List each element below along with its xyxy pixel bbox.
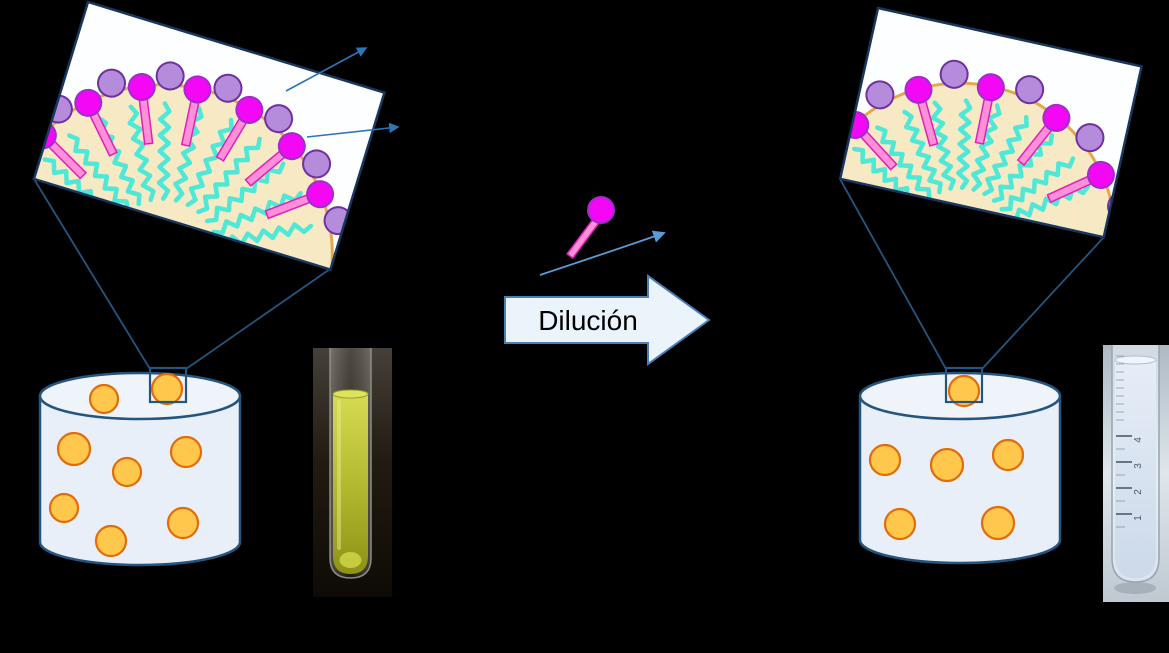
- cosurfactant-molecule: [302, 149, 332, 179]
- droplet-group-left: [48, 372, 203, 558]
- surfactant-head: [183, 75, 212, 104]
- droplet-group-right: [868, 374, 1025, 541]
- beaker-left: [38, 366, 242, 567]
- beaker-right: [858, 366, 1062, 565]
- oil-droplet: [150, 372, 184, 406]
- oil-droplet: [48, 492, 80, 524]
- zoom-connectors: [33, 178, 1105, 370]
- vial-photo-left: [313, 348, 392, 597]
- dilution-label: Dilución: [538, 305, 638, 336]
- yellow-liquid: [333, 394, 368, 574]
- surfactant-head: [976, 73, 1005, 102]
- graduation-number: 3: [1133, 463, 1144, 469]
- zigzag-tail: [127, 104, 156, 203]
- zoom-line: [33, 178, 151, 370]
- inset-frame: [32, 0, 387, 272]
- glass-highlight: [337, 400, 341, 550]
- surfactant-head: [277, 132, 306, 161]
- beaker-body: [38, 394, 242, 567]
- annotation-arrows: [285, 47, 400, 138]
- milky-liquid: [1115, 360, 1156, 578]
- inset-frame: [838, 6, 1144, 239]
- oil-droplet: [980, 505, 1016, 541]
- zigzag-tail: [999, 156, 1076, 212]
- zoom-source-box-right: [944, 366, 984, 404]
- liquid-glow: [339, 552, 362, 568]
- graduation-marks: 4 3 2 1: [1116, 355, 1144, 528]
- zigzag-tail: [185, 117, 234, 208]
- surfactant-head: [235, 95, 264, 124]
- oil-droplet: [883, 507, 917, 541]
- cosurfactant-molecule: [213, 73, 243, 103]
- surfactant-motion-arrow: [539, 230, 666, 276]
- surfactant-head: [127, 73, 156, 102]
- dilution-process: Dilución: [504, 196, 711, 366]
- zigzag-tail: [66, 133, 131, 213]
- zigzag-tail: [956, 98, 973, 191]
- dilution-block-arrow: [504, 274, 711, 366]
- cosurfactant-molecule: [97, 68, 127, 98]
- oil-droplet: [166, 506, 200, 540]
- zigzag-tail: [982, 114, 1029, 197]
- zigzag-tail: [156, 101, 172, 201]
- oil-droplet: [56, 431, 92, 467]
- oil-droplet: [169, 435, 203, 469]
- callout-arrow: [306, 122, 400, 138]
- zoom-line: [839, 178, 947, 370]
- tube-shadow: [1114, 582, 1156, 594]
- meniscus: [1114, 355, 1157, 365]
- cosurfactant-molecule: [1015, 75, 1045, 105]
- callout-arrow: [285, 47, 368, 92]
- meniscus: [332, 389, 369, 399]
- oil-droplet: [991, 438, 1025, 472]
- oil-droplet: [111, 456, 143, 488]
- graduation-number: 1: [1133, 515, 1144, 521]
- zigzag-tail: [902, 109, 943, 195]
- oil-droplet: [88, 383, 120, 415]
- cosurfactant-molecule: [1075, 123, 1105, 153]
- surfactant-head: [74, 88, 103, 117]
- beaker-top: [38, 371, 242, 421]
- graduation-number: 4: [1133, 437, 1144, 443]
- cosurfactant-molecule: [865, 80, 895, 110]
- cosurfactant-molecule: [155, 61, 185, 91]
- graduation-number: 2: [1133, 489, 1144, 495]
- oil-droplet: [94, 524, 128, 558]
- oil-droplet: [868, 443, 902, 477]
- surfactant-head: [306, 180, 335, 209]
- zoom-line: [185, 268, 331, 370]
- zigzag-tail: [196, 136, 262, 215]
- zoom-line: [981, 236, 1105, 370]
- surfactant-head: [1086, 160, 1115, 189]
- cosurfactant-molecule: [939, 59, 969, 89]
- zigzag-tail: [875, 125, 932, 201]
- zigzag-tail: [211, 190, 303, 236]
- surfactant-head: [1042, 103, 1071, 132]
- zoom-source-box-left: [148, 366, 188, 404]
- cosurfactant-molecule: [264, 104, 294, 134]
- free-surfactant-head: [587, 196, 615, 224]
- beaker-body: [858, 394, 1062, 565]
- oil-droplet: [947, 374, 981, 408]
- zigzag-tail: [930, 100, 956, 191]
- zigzag-tail: [215, 222, 314, 250]
- oil-droplet: [929, 447, 965, 483]
- vial-photo-right: 4 3 2 1: [1103, 345, 1169, 602]
- surfactant-head: [904, 75, 933, 104]
